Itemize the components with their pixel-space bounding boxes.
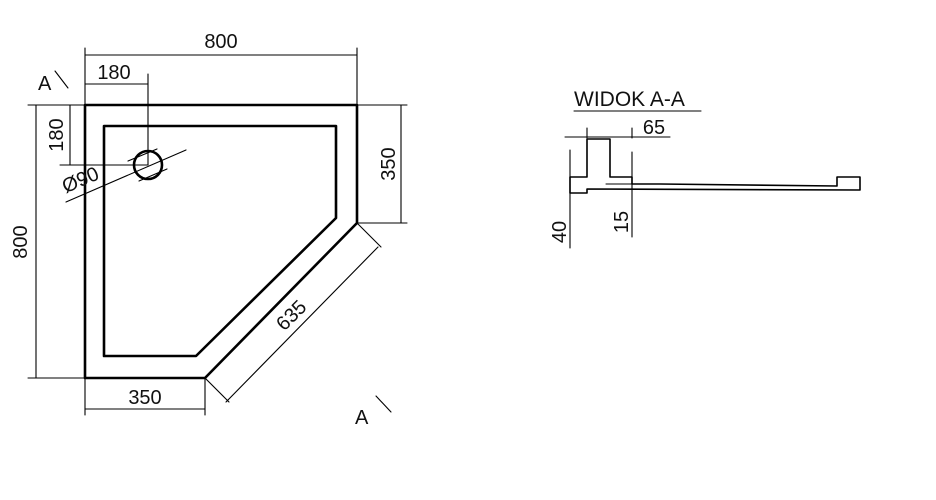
tray-inner-outline [102,124,338,358]
dimension-drain-diameter: Ø90 [59,148,187,203]
section-total-height-label: 40 [549,221,571,243]
dimension-side-bottom-label: 350 [128,387,161,409]
section-profile [569,138,861,194]
section-marker-bottom-label: A [355,407,369,429]
section-view: WIDOK A-A 65 40 15 [549,88,861,249]
tray-outer-outline [83,103,359,380]
section-marker-top: A [38,70,69,95]
dimension-side-bottom: 350 [84,378,206,416]
dimension-drain-offset-y-label: 180 [46,118,68,151]
dimension-drain-offset-x: 180 [84,62,149,166]
dimension-width-label: 800 [204,31,237,53]
section-marker-bottom: A [355,395,392,429]
dimension-width: 800 [84,31,358,105]
section-marker-top-label: A [38,73,52,95]
dimension-side-right: 350 [357,104,408,224]
section-rim-width-label: 65 [643,117,665,139]
dimension-height: 800 [10,104,85,379]
dimension-height-label: 800 [10,225,32,258]
dimension-drain-diameter-label: Ø90 [59,163,102,198]
section-title: WIDOK A-A [574,88,685,111]
shower-tray-plan [83,103,359,380]
dimension-diagonal: 635 [205,223,382,403]
section-base-height-label: 15 [611,211,633,233]
dimension-drain-offset-x-label: 180 [97,62,130,84]
dimension-side-right-label: 350 [378,147,400,180]
dimension-drain-offset-y: 180 [46,104,149,166]
